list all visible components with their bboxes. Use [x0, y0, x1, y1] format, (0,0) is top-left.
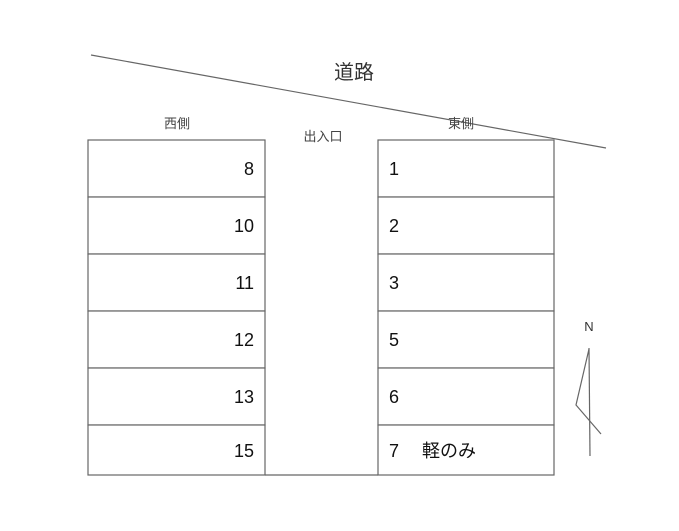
west-side-label: 西側: [164, 117, 190, 132]
space-number: 12: [234, 330, 254, 350]
space-number: 2: [389, 216, 399, 236]
space-number: 3: [389, 273, 399, 293]
parking-space: [377, 310, 555, 369]
west-parking-column: 8 10 11 12 13 15: [87, 139, 266, 476]
space-number: 7: [389, 441, 399, 461]
north-arrow-head: [575, 348, 602, 435]
parking-space: [87, 367, 266, 426]
parking-space: [377, 253, 555, 312]
kei-only-note: 軽のみ: [422, 441, 476, 462]
parking-space: [377, 424, 555, 476]
space-number: 15: [234, 441, 254, 461]
space-number: 13: [234, 387, 254, 407]
parking-space: [87, 253, 266, 312]
space-number: 8: [244, 159, 254, 179]
space-number: 6: [389, 387, 399, 407]
parking-space: [377, 139, 555, 198]
road-line: [90, 54, 607, 149]
north-label: N: [584, 319, 593, 334]
space-number: 1: [389, 159, 399, 179]
north-arrow-shaft: [588, 347, 591, 457]
parking-space: [377, 196, 555, 255]
road-label: 道路: [334, 60, 374, 84]
parking-space: [87, 424, 266, 476]
parking-space: [87, 139, 266, 198]
east-parking-column: 1 2 3 5 6 7 軽のみ: [377, 139, 555, 476]
space-number: 10: [234, 216, 254, 236]
north-arrow-icon: N: [575, 319, 602, 457]
space-number: 5: [389, 330, 399, 350]
entrance-label: 出入口: [303, 130, 342, 145]
parking-space: [377, 367, 555, 426]
east-side-label: 東側: [448, 116, 474, 132]
space-number: 11: [235, 273, 254, 293]
